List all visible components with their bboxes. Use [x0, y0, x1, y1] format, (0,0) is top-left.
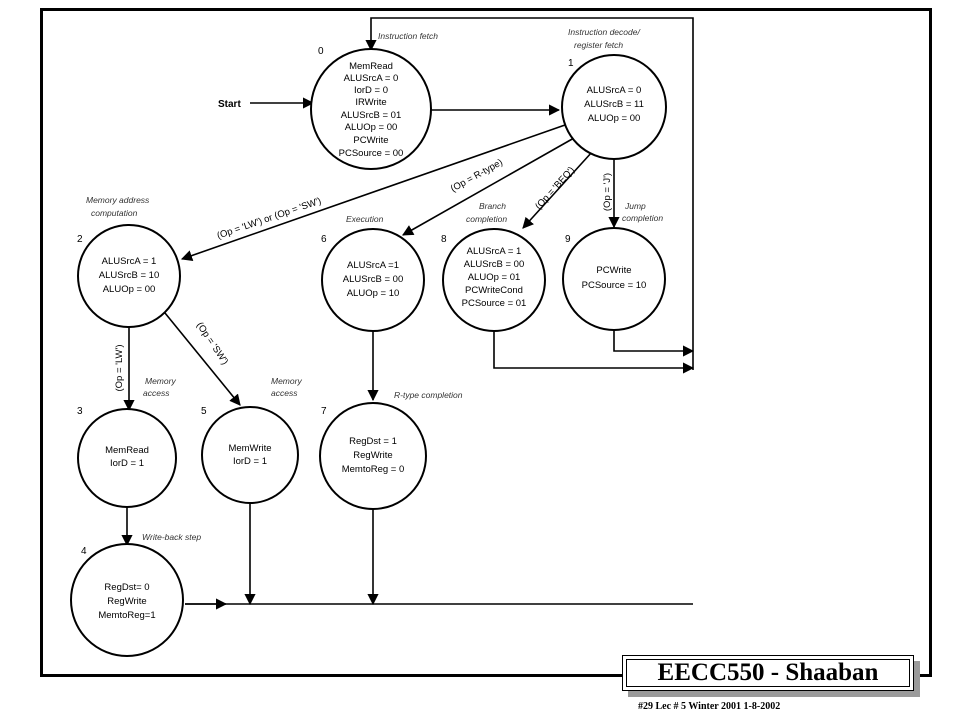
note-rtype-completion: R-type completion	[394, 390, 463, 400]
state-2-line-1: ALUSrcA = 1	[102, 256, 157, 267]
state-0-line-2: ALUSrcA = 0	[344, 73, 399, 84]
state-6-line-1: ALUSrcA =1	[347, 260, 399, 271]
state-0-line-4: IRWrite	[355, 97, 386, 108]
note-jump-2: completion	[622, 213, 663, 223]
state-0-line-6: ALUOp = 00	[345, 122, 398, 133]
state-7-line-1: RegDst = 1	[349, 436, 397, 447]
state-0: 0 MemRead ALUSrcA = 0 IorD = 0 IRWrite A…	[310, 46, 432, 170]
note-branch-2: completion	[466, 214, 507, 224]
slide-footer: #29 Lec # 5 Winter 2001 1-8-2002	[638, 701, 781, 712]
edge-1-to-8	[522, 151, 593, 229]
edge-2-to-5	[164, 312, 241, 406]
note-mem-access-2a: Memory	[271, 376, 302, 386]
state-6-line-2: ALUSrcB = 00	[343, 274, 403, 285]
slide-title: EECC550 - Shaaban	[626, 659, 910, 687]
state-2-line-2: ALUSrcB = 10	[99, 270, 159, 281]
note-mem-access-1b: access	[143, 388, 170, 398]
state-7-line-3: MemtoReg = 0	[342, 464, 405, 475]
cond-lw-or-sw: (Op = 'LW') or (Op = 'SW')	[216, 196, 323, 242]
cond-beq: (Op = 'BEQ')	[533, 165, 577, 212]
state-5: 5 MemWrite IorD = 1	[201, 406, 299, 504]
state-2-number: 2	[77, 234, 83, 245]
state-5-number: 5	[201, 406, 207, 417]
state-5-line-1: MemWrite	[228, 443, 271, 454]
state-4-line-3: MemtoReg=1	[98, 610, 155, 621]
note-execution: Execution	[346, 214, 384, 224]
edge-8-to-return	[493, 330, 695, 374]
state-0-line-1: MemRead	[349, 61, 393, 72]
state-0-line-3: IorD = 0	[354, 85, 388, 96]
note-instruction-fetch: Instruction fetch	[378, 31, 438, 41]
state-9-line-2: PCSource = 10	[582, 280, 647, 291]
state-8-number: 8	[441, 234, 447, 245]
state-8-line-4: PCWriteCond	[465, 285, 523, 296]
cond-sw: (Op = 'SW')	[194, 320, 230, 367]
state-0-number: 0	[318, 46, 324, 57]
note-mem-addr-1: Memory address	[86, 195, 150, 205]
start-label: Start	[218, 99, 241, 110]
state-2: 2 ALUSrcA = 1 ALUSrcB = 10 ALUOp = 00	[77, 224, 181, 328]
state-8-line-1: ALUSrcA = 1	[467, 246, 522, 257]
state-4-line-2: RegWrite	[107, 596, 146, 607]
state-7: 7 RegDst = 1 RegWrite MemtoReg = 0	[319, 402, 427, 510]
state-1-line-1: ALUSrcA = 0	[587, 85, 642, 96]
edge-9-to-return	[613, 330, 695, 357]
state-9-line-1: PCWrite	[596, 265, 631, 276]
state-3: 3 MemRead IorD = 1	[77, 406, 177, 508]
state-8-line-5: PCSource = 01	[462, 298, 527, 309]
state-3-line-1: MemRead	[105, 445, 149, 456]
title-box: EECC550 - Shaaban	[622, 655, 914, 691]
note-mem-access-2b: access	[271, 388, 298, 398]
state-9: 9 PCWrite PCSource = 10	[562, 227, 666, 331]
state-6-line-3: ALUOp = 10	[347, 288, 400, 299]
edge-return-to-fetch	[365, 17, 694, 370]
note-decode-2: register fetch	[574, 40, 623, 50]
edge-1-to-2	[180, 124, 566, 261]
note-mem-addr-2: computation	[91, 208, 138, 218]
phase-notes: Instruction fetch Instruction decode/ re…	[86, 27, 663, 542]
state-6-number: 6	[321, 234, 327, 245]
state-7-number: 7	[321, 406, 327, 417]
state-3-line-2: IorD = 1	[110, 458, 144, 469]
state-1-line-3: ALUOp = 00	[588, 113, 641, 124]
edges	[121, 17, 695, 610]
state-8: 8 ALUSrcA = 1 ALUSrcB = 00 ALUOp = 01 PC…	[441, 228, 546, 332]
note-decode-1: Instruction decode/	[568, 27, 641, 37]
note-jump-1: Jump	[624, 201, 646, 211]
cond-lw: (Op = 'LW')	[114, 345, 125, 392]
state-8-line-3: ALUOp = 01	[468, 272, 521, 283]
edge-1-to-6	[402, 137, 575, 236]
state-5-line-2: IorD = 1	[233, 456, 267, 467]
state-4: 4 RegDst= 0 RegWrite MemtoReg=1	[70, 543, 184, 657]
state-1: 1 ALUSrcA = 0 ALUSrcB = 11 ALUOp = 00	[561, 54, 667, 160]
state-8-line-2: ALUSrcB = 00	[464, 259, 524, 270]
state-7-line-2: RegWrite	[353, 450, 392, 461]
state-2-line-3: ALUOp = 00	[103, 284, 156, 295]
state-6: 6 ALUSrcA =1 ALUSrcB = 00 ALUOp = 10	[321, 228, 425, 332]
state-0-line-7: PCWrite	[353, 135, 388, 146]
state-1-line-2: ALUSrcB = 11	[584, 99, 644, 110]
state-4-line-1: RegDst= 0	[104, 582, 149, 593]
state-1-number: 1	[568, 58, 574, 69]
state-3-number: 3	[77, 406, 83, 417]
note-branch-1: Branch	[479, 201, 506, 211]
state-4-number: 4	[81, 546, 87, 557]
state-9-number: 9	[565, 234, 571, 245]
note-write-back: Write-back step	[142, 532, 201, 542]
state-0-line-5: ALUSrcB = 01	[341, 110, 401, 121]
cond-jump: (Op = 'J')	[602, 173, 613, 211]
note-mem-access-1a: Memory	[145, 376, 176, 386]
state-0-line-8: PCSource = 00	[339, 148, 404, 159]
